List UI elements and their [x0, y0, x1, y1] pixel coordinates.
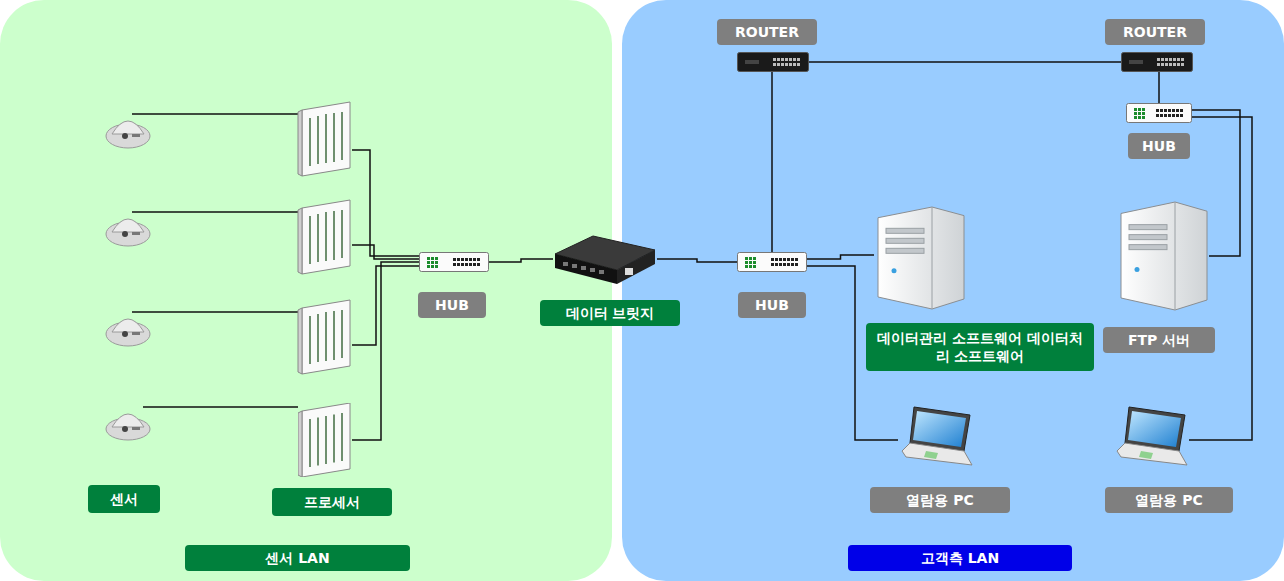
sensor-device: 센서	[88, 403, 160, 513]
router-device: ROUTER	[717, 19, 817, 72]
laptop-icon	[898, 405, 974, 475]
node-label: 프로세서	[304, 493, 360, 511]
label-pill: 데이터관리 소프트웨어 데이터처리 소프트웨어	[866, 323, 1094, 371]
node-label: HUB	[435, 296, 469, 314]
router-icon	[1121, 52, 1193, 72]
node-label: 고객측 LAN	[921, 549, 999, 567]
network-cable	[809, 61, 1121, 63]
sensor-wire	[132, 211, 298, 213]
node-label: 데이터 브릿지	[566, 304, 655, 322]
label-pill: ROUTER	[717, 19, 817, 45]
sensor-wire	[132, 113, 298, 115]
node-label: FTP 서버	[1128, 331, 1190, 349]
hub-icon	[737, 252, 807, 272]
hub-icon	[1126, 103, 1192, 123]
label-pill: 센서	[88, 485, 160, 513]
router-device: ROUTER	[1105, 19, 1205, 72]
label-pill: HUB	[1128, 133, 1190, 159]
lan-region: 센서 LAN 센서 프로세서 HUB	[0, 0, 612, 581]
laptop-device: 열람용 PC	[1105, 405, 1233, 513]
network-cable	[143, 406, 298, 408]
label-pill: 센서 LAN	[185, 545, 410, 571]
label-pill: FTP 서버	[1103, 327, 1215, 353]
node-label: 데이터관리 소프트웨어 데이터처리 소프트웨어	[874, 329, 1086, 365]
hub-device: HUB	[418, 252, 489, 318]
processor-device: 프로세서	[272, 403, 392, 516]
label-pill: 데이터 브릿지	[540, 300, 680, 326]
laptop-icon	[1113, 405, 1189, 475]
label-pill: ROUTER	[1105, 19, 1205, 45]
label-pill: 프로세서	[272, 488, 392, 516]
node-label: HUB	[1142, 137, 1176, 155]
node-label: 열람용 PC	[906, 491, 973, 509]
hub-device: HUB	[737, 252, 807, 318]
server-device: 데이터관리 소프트웨어 데이터처리 소프트웨어	[866, 205, 1094, 371]
network-cable	[1158, 72, 1160, 103]
router-icon	[737, 52, 809, 72]
server-device: FTP 서버	[1103, 200, 1215, 353]
label-pill: 열람용 PC	[870, 487, 1010, 513]
lan-region: 고객측 LAN ROUTER ROUTER HUB HUB 데이터관리 소프트웨어 데이터…	[622, 0, 1284, 581]
node-label: 센서 LAN	[265, 549, 329, 567]
hub-device: HUB	[1126, 103, 1192, 159]
bridge-icon	[553, 232, 657, 286]
network-cable	[771, 72, 773, 252]
node-label: 열람용 PC	[1135, 491, 1202, 509]
label-pill: 열람용 PC	[1105, 487, 1233, 513]
sensor-wire	[132, 311, 298, 313]
sensor-icon	[105, 403, 151, 441]
server-icon	[1117, 200, 1209, 312]
node-label: HUB	[755, 296, 789, 314]
label-pill: HUB	[738, 292, 806, 318]
bridge-device: 데이터 브릿지	[540, 232, 680, 326]
proc-icon	[298, 403, 352, 477]
node-label: 센서	[110, 490, 138, 508]
label-pill: HUB	[418, 292, 486, 318]
server-icon	[874, 205, 966, 311]
hub-icon	[419, 252, 489, 272]
node-label: ROUTER	[1123, 23, 1187, 41]
label-pill: 고객측 LAN	[848, 545, 1072, 571]
node-label: ROUTER	[735, 23, 799, 41]
processor-icons	[298, 102, 350, 374]
laptop-device: 열람용 PC	[870, 405, 1010, 513]
